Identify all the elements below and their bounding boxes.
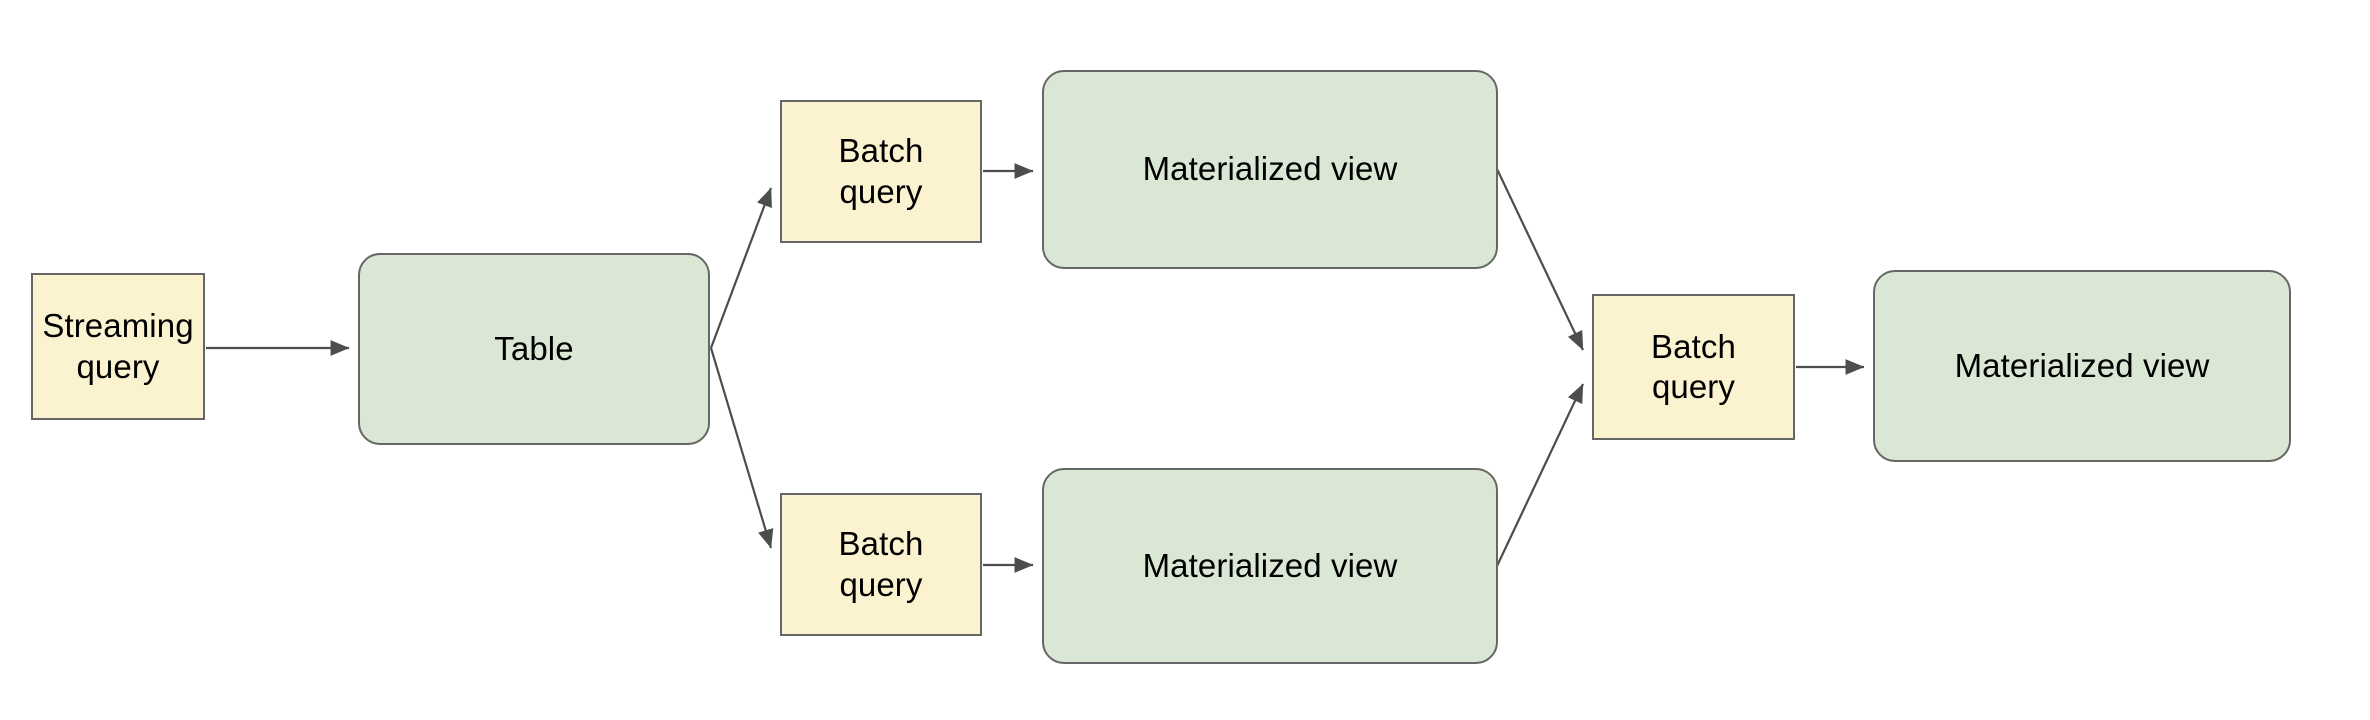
node-label-batch-query-join: Batch query (1651, 327, 1736, 405)
node-label-streaming-query: Streaming query (42, 307, 194, 385)
node-batch-query-join[interactable]: Batch query (1592, 294, 1795, 440)
node-materialized-view-top[interactable]: Materialized view (1042, 70, 1498, 269)
node-label-table: Table (494, 329, 574, 367)
node-label-materialized-view-final: Materialized view (1954, 346, 2210, 384)
edge-table-to-batch-top (709, 187, 773, 349)
node-batch-query-bottom[interactable]: Batch query (780, 493, 982, 636)
node-table[interactable]: Table (358, 253, 710, 445)
node-label-materialized-view-top: Materialized view (1142, 150, 1398, 188)
node-materialized-view-final[interactable]: Materialized view (1873, 270, 2291, 462)
node-streaming-query[interactable]: Streaming query (31, 273, 205, 420)
edge-view-top-to-batch-join (1496, 168, 1584, 351)
edge-table-to-batch-bottom (709, 347, 774, 549)
node-materialized-view-bottom[interactable]: Materialized view (1042, 468, 1498, 664)
node-label-materialized-view-bottom: Materialized view (1142, 546, 1398, 584)
edge-view-bottom-to-batch-join (1496, 383, 1584, 567)
node-label-batch-query-bottom: Batch query (838, 525, 924, 603)
node-batch-query-top[interactable]: Batch query (780, 100, 982, 243)
node-label-batch-query-top: Batch query (838, 132, 924, 210)
